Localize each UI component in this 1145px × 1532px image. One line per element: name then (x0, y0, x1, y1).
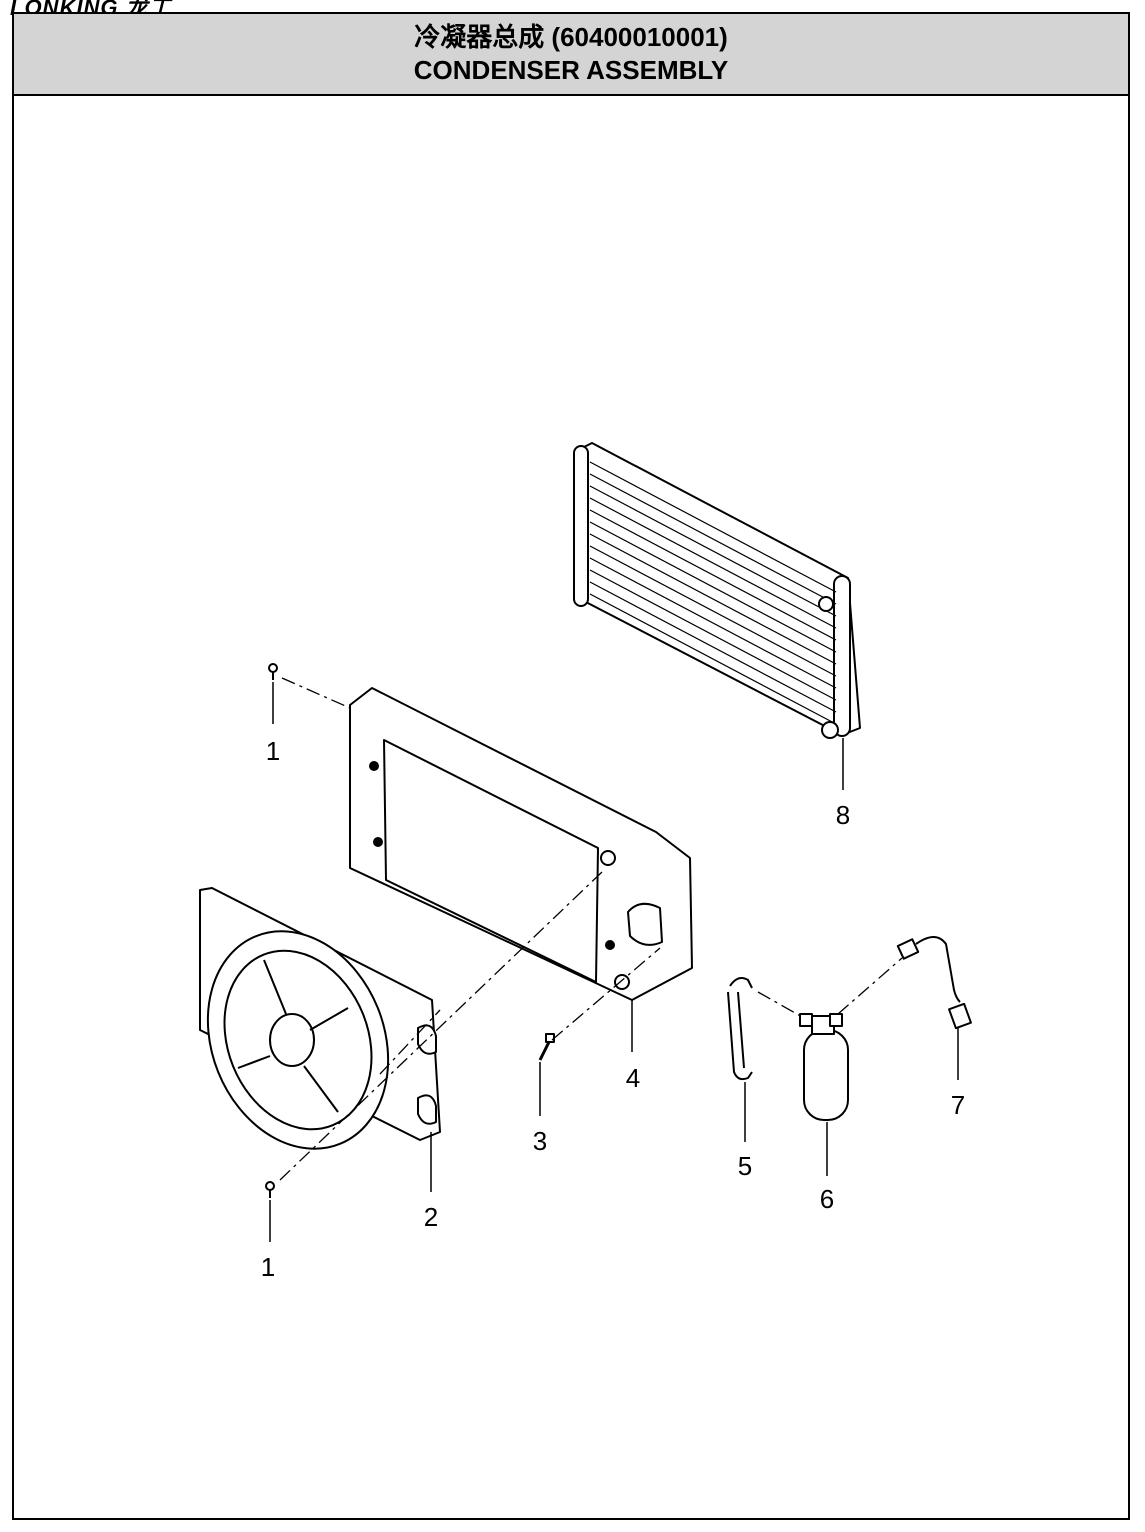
bolt-part (538, 1033, 555, 1061)
condenser-core-part (573, 442, 861, 739)
callout-8: 8 (836, 800, 850, 830)
callout-7: 7 (951, 1090, 965, 1120)
receiver-drier-part (799, 1013, 849, 1121)
page-frame: 冷凝器总成 (60400010001) CONDENSER ASSEMBLY (12, 12, 1130, 1520)
title-chinese: 冷凝器总成 (60400010001) (414, 22, 728, 52)
callout-6: 6 (820, 1184, 834, 1214)
fan-assembly-part (199, 887, 441, 1150)
title-english: CONDENSER ASSEMBLY (413, 55, 729, 85)
pipe-part (727, 977, 753, 1081)
pressure-switch-part (896, 936, 972, 1030)
page-header: 冷凝器总成 (60400010001) CONDENSER ASSEMBLY (14, 14, 1128, 96)
callout-1-top: 1 (266, 736, 280, 766)
callout-4: 4 (626, 1063, 640, 1093)
shroud-frame-part (349, 687, 693, 1001)
callout-5: 5 (738, 1151, 752, 1181)
screw-part-bottom (265, 1181, 275, 1198)
callout-2: 2 (424, 1202, 438, 1232)
callout-3: 3 (533, 1126, 547, 1156)
callout-1-bottom: 1 (261, 1252, 275, 1282)
screw-part-top (268, 663, 278, 680)
